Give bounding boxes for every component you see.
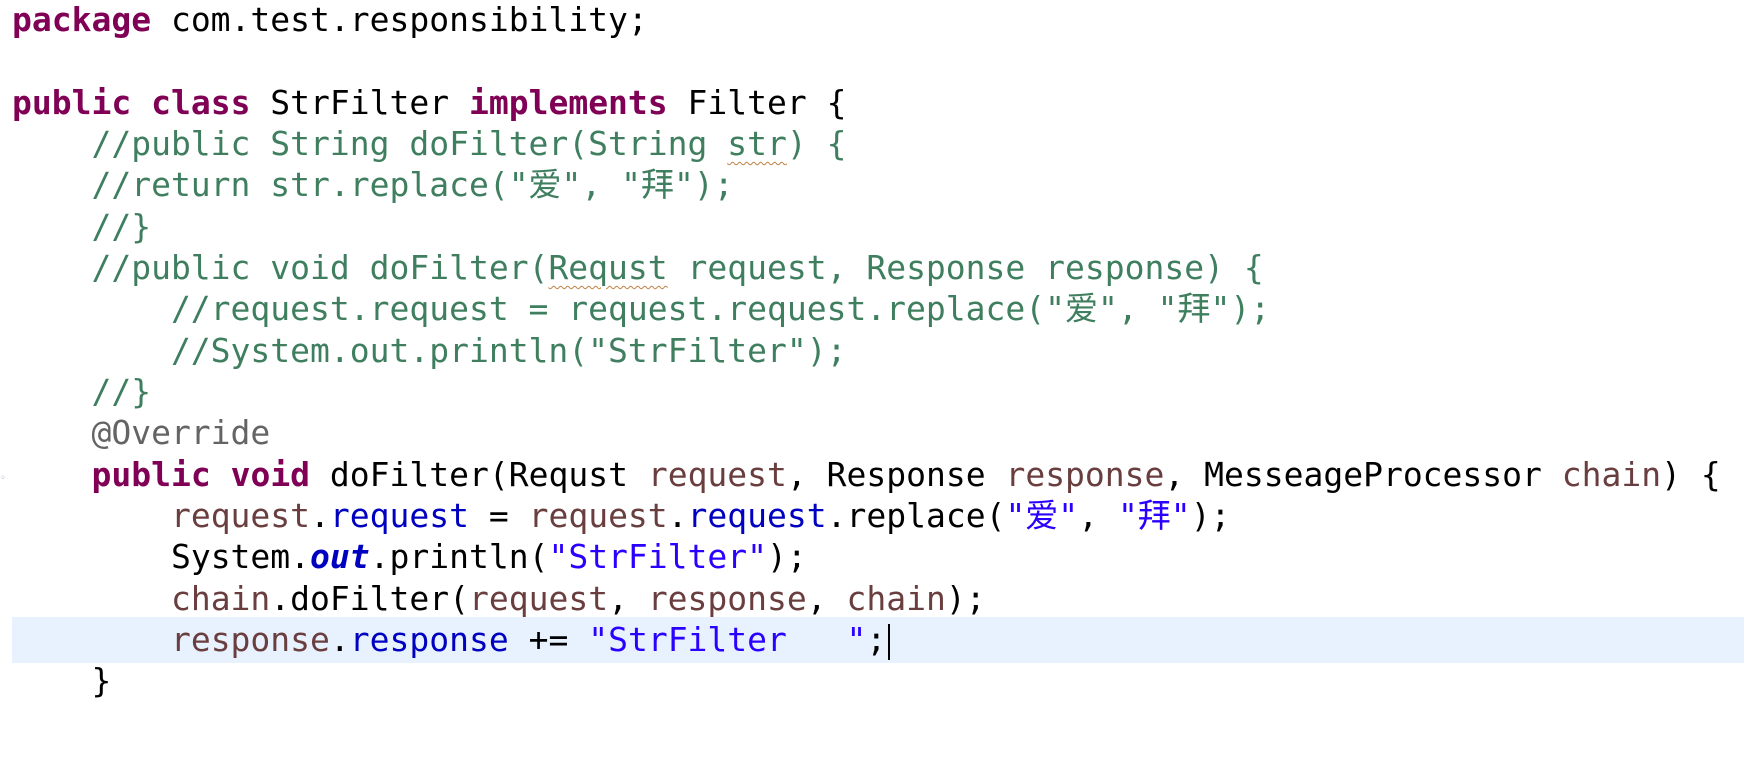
- code-line-12: public void doFilter(Requst request, Res…: [91, 455, 1721, 494]
- comment: //}: [12, 207, 152, 246]
- spelling-warning: Requst: [548, 248, 668, 287]
- parameter: response: [170, 620, 330, 659]
- parameter: request: [468, 579, 609, 618]
- parameter: response: [1005, 455, 1165, 494]
- parameter: request: [170, 496, 311, 535]
- comment: ) {: [786, 124, 847, 163]
- text-caret: [888, 623, 891, 660]
- code-line-1: package com.test.responsibility;: [12, 0, 1744, 43]
- comment: //}: [12, 372, 152, 411]
- keyword: class: [151, 83, 251, 122]
- class-name: StrFilter: [250, 83, 469, 122]
- string-literal: "StrFilter ": [588, 620, 867, 659]
- keyword: void: [230, 455, 311, 494]
- code-line-5: //return str.replace("爱", "拜");: [12, 162, 1744, 208]
- parameter: request: [528, 496, 668, 535]
- annotation: @Override: [12, 413, 271, 452]
- parameter: request: [647, 455, 787, 494]
- current-line[interactable]: response.response += "StrFilter ";: [12, 617, 1744, 663]
- field: request: [687, 496, 827, 535]
- method-signature: doFilter(Requst: [310, 455, 648, 494]
- code-line-10: //}: [12, 369, 1744, 415]
- code-line-9: //System.out.println("StrFilter");: [12, 328, 1744, 374]
- parameter: chain: [170, 579, 271, 618]
- static-field: out: [310, 537, 370, 576]
- keyword: public: [12, 83, 132, 122]
- comment: request, Response response) {: [667, 248, 1264, 287]
- code-line-14: System.out.println("StrFilter");: [170, 537, 807, 576]
- code-line-7: //public void doFilter(Requst request, R…: [12, 245, 1744, 291]
- code-line-3: public class StrFilter implements Filter…: [12, 80, 1744, 126]
- closing-brace: }: [12, 661, 112, 700]
- code-line-17: }: [12, 658, 1744, 704]
- comment: //System.out.println("StrFilter");: [12, 331, 847, 370]
- keyword: package: [12, 0, 152, 39]
- code-line-4: //public String doFilter(String str) {: [12, 121, 1744, 167]
- string-literal: "爱": [1005, 496, 1079, 535]
- parameter: response: [647, 579, 807, 618]
- code-line-15: chain.doFilter(request, response, chain)…: [170, 579, 986, 618]
- string-literal: "拜": [1117, 496, 1191, 535]
- code-line-13: request.request = request.request.replac…: [170, 496, 1231, 535]
- code-line-6: //}: [12, 204, 1744, 250]
- string-literal: "StrFilter": [548, 537, 767, 576]
- field: request: [329, 496, 469, 535]
- code-line-8: //request.request = request.request.repl…: [12, 286, 1744, 332]
- comment: //return str.replace("爱", "拜");: [12, 165, 734, 204]
- parameter: chain: [1561, 455, 1662, 494]
- interface-name: Filter {: [667, 83, 847, 122]
- comment: //request.request = request.request.repl…: [12, 289, 1271, 328]
- override-marker-icon: ◦: [0, 473, 6, 484]
- spelling-warning: str: [727, 124, 787, 163]
- keyword: implements: [468, 83, 668, 122]
- code-line-11: @Override: [12, 410, 1744, 456]
- keyword: public: [91, 455, 211, 494]
- package-name: com.test.responsibility;: [151, 0, 648, 39]
- field: response: [349, 620, 509, 659]
- parameter: chain: [846, 579, 946, 618]
- comment: //public String doFilter(String: [12, 124, 728, 163]
- comment: //public void doFilter(: [12, 248, 549, 287]
